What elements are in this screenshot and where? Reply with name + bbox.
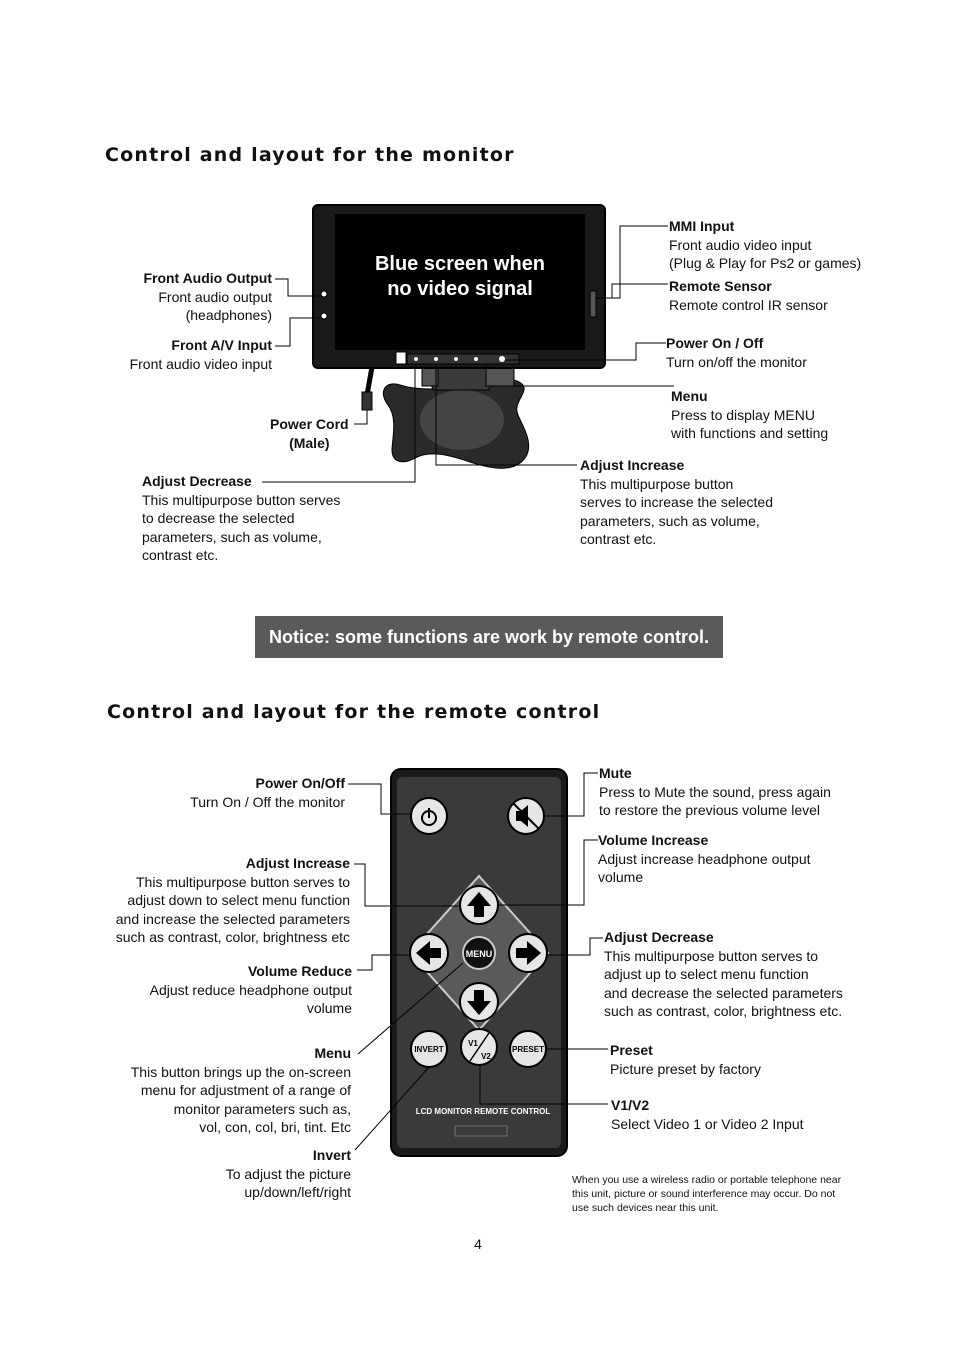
page-number: 4	[474, 1236, 482, 1252]
label-menu: Menu Press to display MENU with function…	[671, 388, 829, 441]
screen-message: Blue screen when no video signal	[374, 253, 546, 300]
label-mmi-input: MMI Input Front audio video input (Plug …	[669, 218, 862, 271]
label-front-av-input: Front A/V Input Front audio video input	[129, 337, 272, 372]
suction-cup	[420, 390, 504, 450]
label-remote-volume-increase: Volume Increase Adjust increase headphon…	[598, 832, 811, 885]
monitor-illustration	[312, 204, 606, 469]
remote-section-title: Control and layout for the remote contro…	[107, 701, 601, 723]
label-remote-adjust-increase: Adjust Increase This multipurpose button…	[115, 855, 350, 945]
monitor-section-title: Control and layout for the monitor	[105, 144, 515, 166]
monitor-callouts	[262, 225, 674, 483]
remote-v2-label: V2	[481, 1052, 491, 1061]
label-remote-menu: Menu This button brings up the on-screen…	[130, 1045, 351, 1135]
label-power-cord: Power Cord (Male)	[270, 416, 349, 451]
label-adjust-decrease: Adjust Decrease This multipurpose button…	[142, 473, 341, 563]
label-power-onoff: Power On / Off Turn on/off the monitor	[666, 335, 807, 370]
remote-menu-label: MENU	[466, 949, 493, 959]
label-remote-mute: Mute Press to Mute the sound, press agai…	[599, 765, 831, 818]
remote-callouts	[348, 772, 608, 1151]
remote-menu-button	[462, 936, 496, 970]
power-cord	[364, 366, 375, 396]
label-remote-sensor: Remote Sensor Remote control IR sensor	[669, 278, 828, 313]
remote-v1-label: V1	[468, 1039, 478, 1048]
interference-warning: When you use a wireless radio or portabl…	[572, 1174, 842, 1214]
monitor-screen	[335, 214, 585, 350]
notice-bar: Notice: some functions are work by remot…	[255, 616, 723, 658]
remote-preset-label: PRESET	[512, 1045, 544, 1054]
label-adjust-increase: Adjust Increase This multipurpose button…	[580, 457, 773, 547]
label-remote-power-onoff: Power On/Off Turn On / Off the monitor	[190, 775, 345, 810]
remote-brand: LCD MONITOR REMOTE CONTROL	[416, 1107, 551, 1116]
remote-illustration: MENU INVERT V1 V2 PRESET LCD MONITOR REM…	[390, 768, 568, 1157]
label-remote-v1v2: V1/V2 Select Video 1 or Video 2 Input	[611, 1097, 804, 1132]
remote-invert-label: INVERT	[414, 1045, 443, 1054]
label-remote-adjust-decrease: Adjust Decrease This multipurpose button…	[604, 929, 843, 1019]
label-remote-preset: Preset Picture preset by factory	[610, 1042, 761, 1077]
label-remote-volume-reduce: Volume Reduce Adjust reduce headphone ou…	[149, 963, 352, 1016]
label-remote-invert: Invert To adjust the picture up/down/lef…	[225, 1147, 351, 1200]
label-front-audio-output: Front Audio Output Front audio output (h…	[143, 270, 272, 323]
